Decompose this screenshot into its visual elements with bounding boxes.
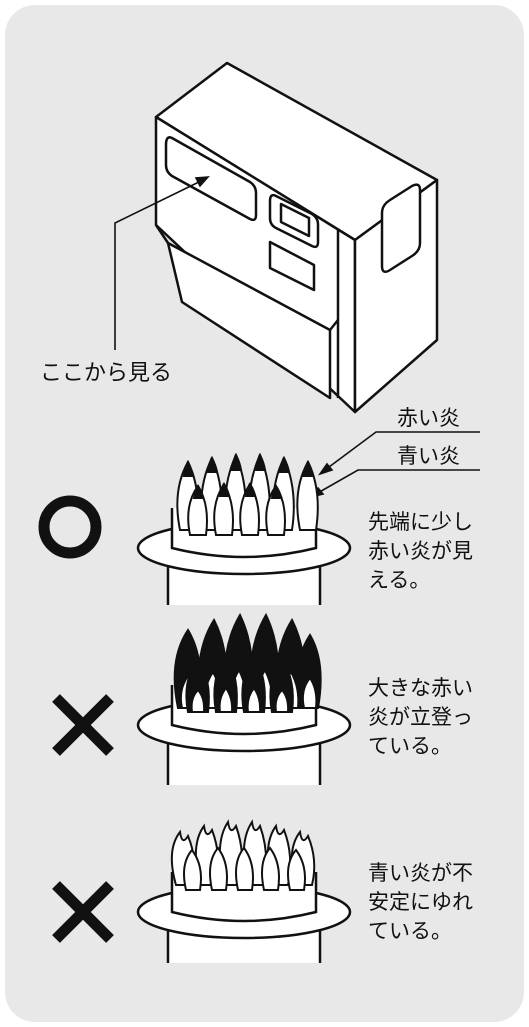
example-2-line-2: 炎が立登っ	[368, 705, 473, 729]
small-window-inner	[279, 202, 311, 238]
heater-lower-panel	[166, 241, 332, 400]
example-3-line-2: 安定にゆれ	[368, 890, 473, 914]
pointer-line	[114, 179, 204, 350]
red-flame-leader	[324, 431, 480, 471]
example-3-line-3: ている。	[368, 919, 452, 943]
heater-lower-edge-left	[154, 224, 170, 244]
flame	[185, 658, 210, 713]
look-here-label: ここから見る	[40, 361, 172, 386]
example-2-line-1: 大きな赤い	[368, 676, 473, 700]
flame-legend	[308, 431, 480, 499]
flame	[261, 846, 280, 891]
ng-mark-icon	[52, 881, 114, 943]
burner-red-flames	[136, 612, 352, 785]
flame	[296, 633, 322, 709]
example-1-line-3: える。	[368, 568, 430, 592]
ok-mark-icon	[38, 495, 102, 559]
blue-flame-label: 青い炎	[397, 444, 460, 468]
flame	[269, 658, 294, 713]
flame	[213, 654, 238, 713]
burner-unstable	[136, 819, 352, 963]
flame	[209, 846, 228, 891]
heater-lower-edge-right	[329, 319, 339, 331]
example-3-line-1: 青い炎が不	[368, 861, 473, 885]
viewing-window	[164, 136, 258, 222]
example-1-line-1: 先端に少し	[368, 510, 473, 534]
red-flame-arrowhead	[317, 462, 334, 476]
example-1-line-2: 赤い炎が見	[368, 539, 473, 563]
burner-unstable-flame-set	[170, 819, 316, 891]
flame	[239, 482, 260, 536]
flame	[241, 654, 266, 713]
example-2-line-3: ている。	[368, 734, 452, 758]
look-here-pointer	[114, 176, 210, 350]
side-window	[380, 183, 422, 274]
flame	[296, 459, 319, 531]
water-heater-illustration	[154, 61, 439, 414]
burner-good	[136, 452, 352, 605]
control-panel	[268, 240, 316, 292]
flame	[187, 484, 208, 536]
flame	[213, 482, 234, 536]
pointer-arrowhead	[194, 176, 210, 188]
blue-flame-leader	[315, 469, 480, 495]
flame	[235, 846, 254, 891]
ng-mark-icon	[52, 694, 114, 756]
example-1-text: 先端に少し 赤い炎が見 える。	[368, 510, 473, 592]
example-3-text: 青い炎が不 安定にゆれ ている。	[368, 861, 473, 943]
burner-good-flames	[176, 452, 319, 536]
flame	[265, 484, 286, 536]
flame	[287, 848, 306, 891]
red-flame-label: 赤い炎	[397, 406, 460, 430]
example-2-text: 大きな赤い 炎が立登っ ている。	[368, 676, 473, 758]
burner-red-flame-set	[173, 612, 322, 713]
flame	[183, 848, 202, 891]
